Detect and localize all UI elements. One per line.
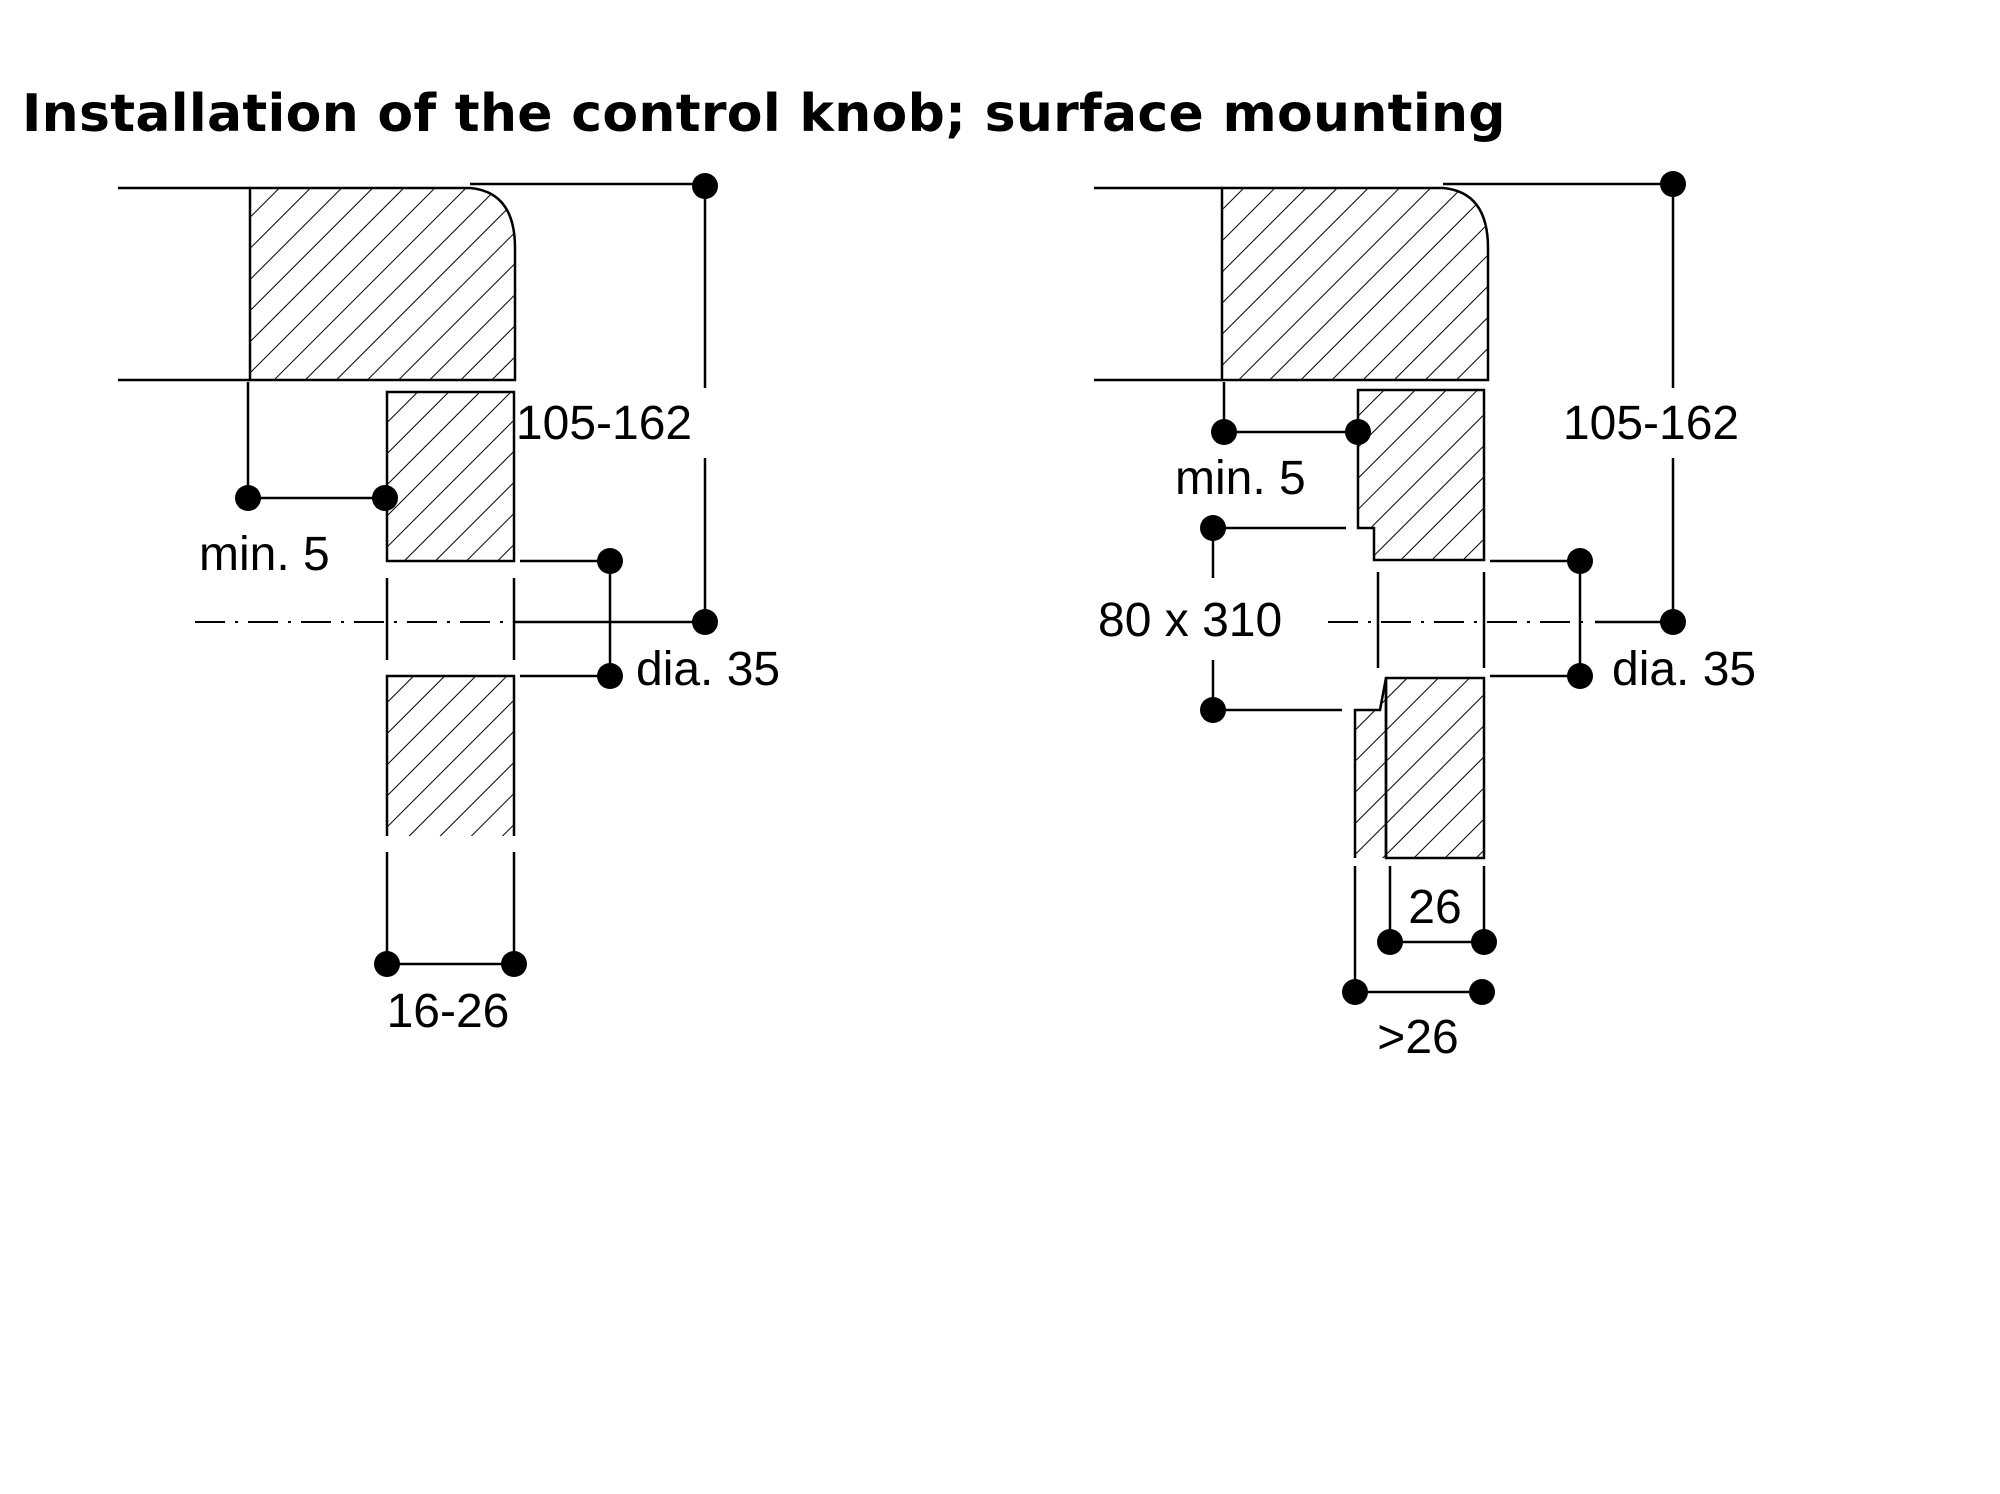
- right-wall-lower: [1384, 676, 1486, 860]
- right-knob-body: [1220, 186, 1490, 382]
- left-thickness-dimension: 16-26: [387, 985, 510, 1038]
- dimension-point: [1211, 419, 1237, 445]
- right-recess-dimension: 80 x 310: [1098, 594, 1282, 647]
- dimension-point: [1345, 419, 1371, 445]
- dimension-point: [1377, 929, 1403, 955]
- dimension-point: [1469, 979, 1495, 1005]
- dimension-point: [597, 548, 623, 574]
- left-drawing: 105-162 min. 5 dia. 35 16-26: [118, 173, 780, 1038]
- dimension-point: [372, 485, 398, 511]
- dimension-point: [1567, 663, 1593, 689]
- dimension-point: [1660, 171, 1686, 197]
- dimension-point: [1567, 548, 1593, 574]
- dimension-point: [1200, 515, 1226, 541]
- dimension-point: [692, 173, 718, 199]
- dimension-point: [374, 951, 400, 977]
- right-wall-cladding: [1353, 677, 1388, 858]
- dimension-point: [1471, 929, 1497, 955]
- dimension-point: [597, 663, 623, 689]
- dimension-point: [1342, 979, 1368, 1005]
- left-height-dimension: 105-162: [516, 397, 692, 450]
- right-height-dimension: 105-162: [1563, 397, 1739, 450]
- page-title: Installation of the control knob; surfac…: [22, 84, 1506, 144]
- right-hole-dimension: dia. 35: [1612, 643, 1756, 696]
- right-drawing: 105-162 min. 5 80 x 310 dia. 35 26: [1094, 171, 1756, 1064]
- right-inner-thickness-dimension: 26: [1408, 881, 1461, 934]
- right-offset-dimension: min. 5: [1175, 452, 1306, 505]
- dimension-point: [1200, 697, 1226, 723]
- left-wall-upper: [385, 390, 516, 563]
- right-outer-thickness-dimension: >26: [1377, 1011, 1458, 1064]
- dimension-point: [235, 485, 261, 511]
- dimension-point: [501, 951, 527, 977]
- left-offset-dimension: min. 5: [199, 528, 330, 581]
- left-knob-body: [248, 186, 517, 382]
- right-wall-upper: [1356, 388, 1486, 562]
- left-wall-lower: [385, 674, 516, 836]
- left-hole-dimension: dia. 35: [636, 643, 780, 696]
